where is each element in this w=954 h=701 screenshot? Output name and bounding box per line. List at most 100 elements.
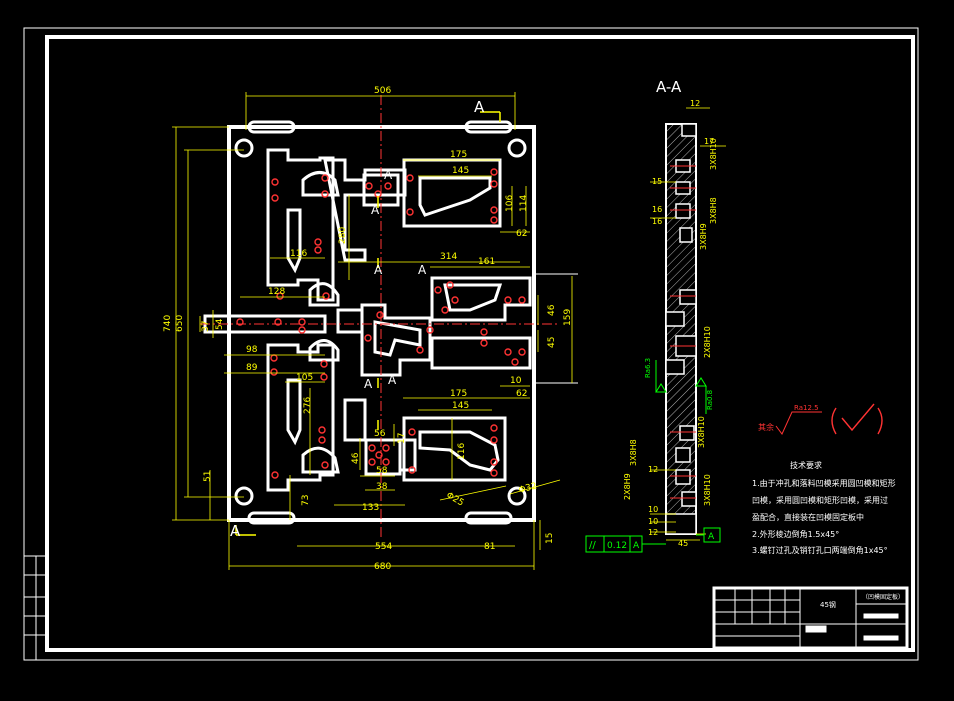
- dim-506: 506: [374, 86, 391, 96]
- dim-740: 740: [163, 315, 173, 332]
- sdim-15: 15: [652, 177, 662, 186]
- drawing-frame: [45, 35, 915, 652]
- section-letters: A A A A A A A A: [230, 98, 485, 540]
- dim-276: 276: [303, 397, 313, 414]
- sdim-10a: 10: [648, 505, 658, 514]
- section-a-center-mid1: A: [374, 263, 383, 277]
- dim-37: 37: [201, 321, 211, 332]
- dim-45: 45: [547, 337, 557, 348]
- dim-81: 81: [484, 542, 495, 552]
- section-a-bottom-left: A: [230, 522, 241, 540]
- dim-175-bot: 175: [450, 389, 467, 399]
- dim-38: 38: [376, 482, 388, 492]
- roughness-label-2: Ra0.8: [706, 390, 714, 410]
- section-cutouts: [665, 123, 697, 535]
- surface-mark-paren-check: [831, 403, 883, 435]
- roughness-label-1: Ra6.3: [644, 358, 652, 378]
- sdim-45: 45: [678, 539, 688, 548]
- dim-62-bot: 62: [516, 389, 527, 399]
- section-hole-marks: [670, 165, 696, 499]
- sdim-10b: 10: [648, 517, 658, 526]
- dim-116: 116: [290, 249, 307, 259]
- dim-10: 10: [510, 376, 522, 386]
- section-view: A-A: [585, 78, 726, 553]
- dim-133: 133: [362, 503, 379, 513]
- sdim-rot6: 3X8H8: [629, 439, 638, 466]
- dim-phi25: Φ25: [444, 491, 465, 509]
- tolerance-symbol: //: [589, 540, 596, 551]
- center-lines: [200, 95, 560, 540]
- outer-sheet-border: [23, 27, 919, 661]
- title-material: 45钢: [820, 600, 836, 609]
- dim-89: 89: [246, 363, 258, 373]
- surface-mark-label: 其余: [758, 422, 774, 432]
- surface-mark-value: Ra12.5: [794, 404, 819, 412]
- technical-notes: 技术要求 1.由于冲孔和落料凹模采用圆凹模和矩形 凹模，采用圆凹模和矩形凹模，采…: [752, 460, 896, 555]
- section-a-center-mid2: A: [418, 263, 427, 277]
- dim-15: 15: [545, 533, 555, 544]
- dim-46: 46: [547, 304, 557, 316]
- sdim-12c: 12: [648, 528, 658, 537]
- section-a-center-top1: A: [384, 168, 393, 182]
- sdim-rot2: 3X8H8: [709, 197, 718, 224]
- dimension-text: 506 175 145 314 161 106 114 62 280 116 1…: [163, 86, 573, 572]
- title-drawing-name: （凹模固定板）: [862, 593, 904, 601]
- section-dim-lines: [650, 107, 726, 541]
- datum-box-letter: A: [708, 532, 715, 542]
- sdim-16b: 16: [652, 217, 662, 226]
- dim-51: 51: [203, 471, 213, 482]
- dim-98: 98: [246, 345, 258, 355]
- dimension-lines: [172, 92, 573, 570]
- notes-line4: 2.外形棱边倒角1.5x45°: [752, 529, 839, 539]
- dim-280: 280: [338, 227, 348, 244]
- dim-116b: 116: [457, 443, 467, 460]
- roughness-marks: [655, 360, 707, 414]
- dim-46b: 46: [351, 452, 361, 464]
- sdim-12b: 12: [648, 465, 658, 474]
- surface-mark-symbol: [775, 411, 822, 435]
- dim-145-bot: 145: [452, 401, 469, 411]
- notes-line5: 3.螺钉过孔及销钉孔口两端倒角1x45°: [752, 545, 888, 555]
- dim-175-top: 175: [450, 150, 467, 160]
- sdim-17: 17: [704, 137, 714, 146]
- edge-slots: [247, 120, 513, 525]
- section-a-center-bot2: A: [388, 373, 397, 387]
- die-cavities: [203, 148, 532, 492]
- dim-54: 54: [215, 318, 225, 330]
- notes-heading: 技术要求: [790, 460, 822, 470]
- dim-554: 554: [375, 542, 392, 552]
- notes-line1: 1.由于冲孔和落料凹模采用圆凹模和矩形: [752, 478, 896, 488]
- dim-145-top: 145: [452, 166, 469, 176]
- dim-680: 680: [374, 562, 391, 572]
- sdim-12-top: 12: [690, 99, 700, 108]
- tolerance-datum: A: [633, 541, 640, 551]
- section-arrows: [235, 111, 501, 536]
- left-binding-strip: [24, 555, 47, 660]
- sdim-rot7: 2X8H9: [623, 473, 632, 500]
- dim-650: 650: [175, 315, 185, 332]
- pin-holes: [236, 168, 526, 479]
- section-title: A-A: [656, 78, 682, 96]
- dim-17: 17: [397, 433, 407, 444]
- notes-line2: 凹模，采用圆凹模和矩形凹模，采用过: [752, 495, 888, 505]
- dim-62-top: 62: [516, 229, 527, 239]
- sdim-rot4: 2X8H10: [703, 326, 712, 358]
- general-surface-mark: 其余 Ra12.5: [758, 403, 883, 435]
- section-a-top-right: A: [474, 98, 485, 116]
- dim-106: 106: [505, 195, 515, 212]
- section-a-center-bot1: A: [364, 377, 373, 391]
- dim-73: 73: [301, 495, 311, 506]
- section-a-center-top2: A: [371, 203, 380, 217]
- dim-phi32: Φ32: [518, 481, 539, 495]
- sdim-16a: 16: [652, 205, 662, 214]
- tolerance-value: 0.12: [607, 541, 627, 551]
- dim-161: 161: [478, 257, 495, 267]
- dim-128: 128: [268, 287, 285, 297]
- tolerance-frame: [585, 527, 721, 553]
- sdim-rot3: 3X8H9: [699, 223, 708, 250]
- main-view: 506 175 145 314 161 106 114 62 280 116 1…: [163, 86, 578, 572]
- dim-314: 314: [440, 252, 457, 262]
- dim-105: 105: [296, 373, 313, 383]
- corner-holes: [234, 138, 527, 506]
